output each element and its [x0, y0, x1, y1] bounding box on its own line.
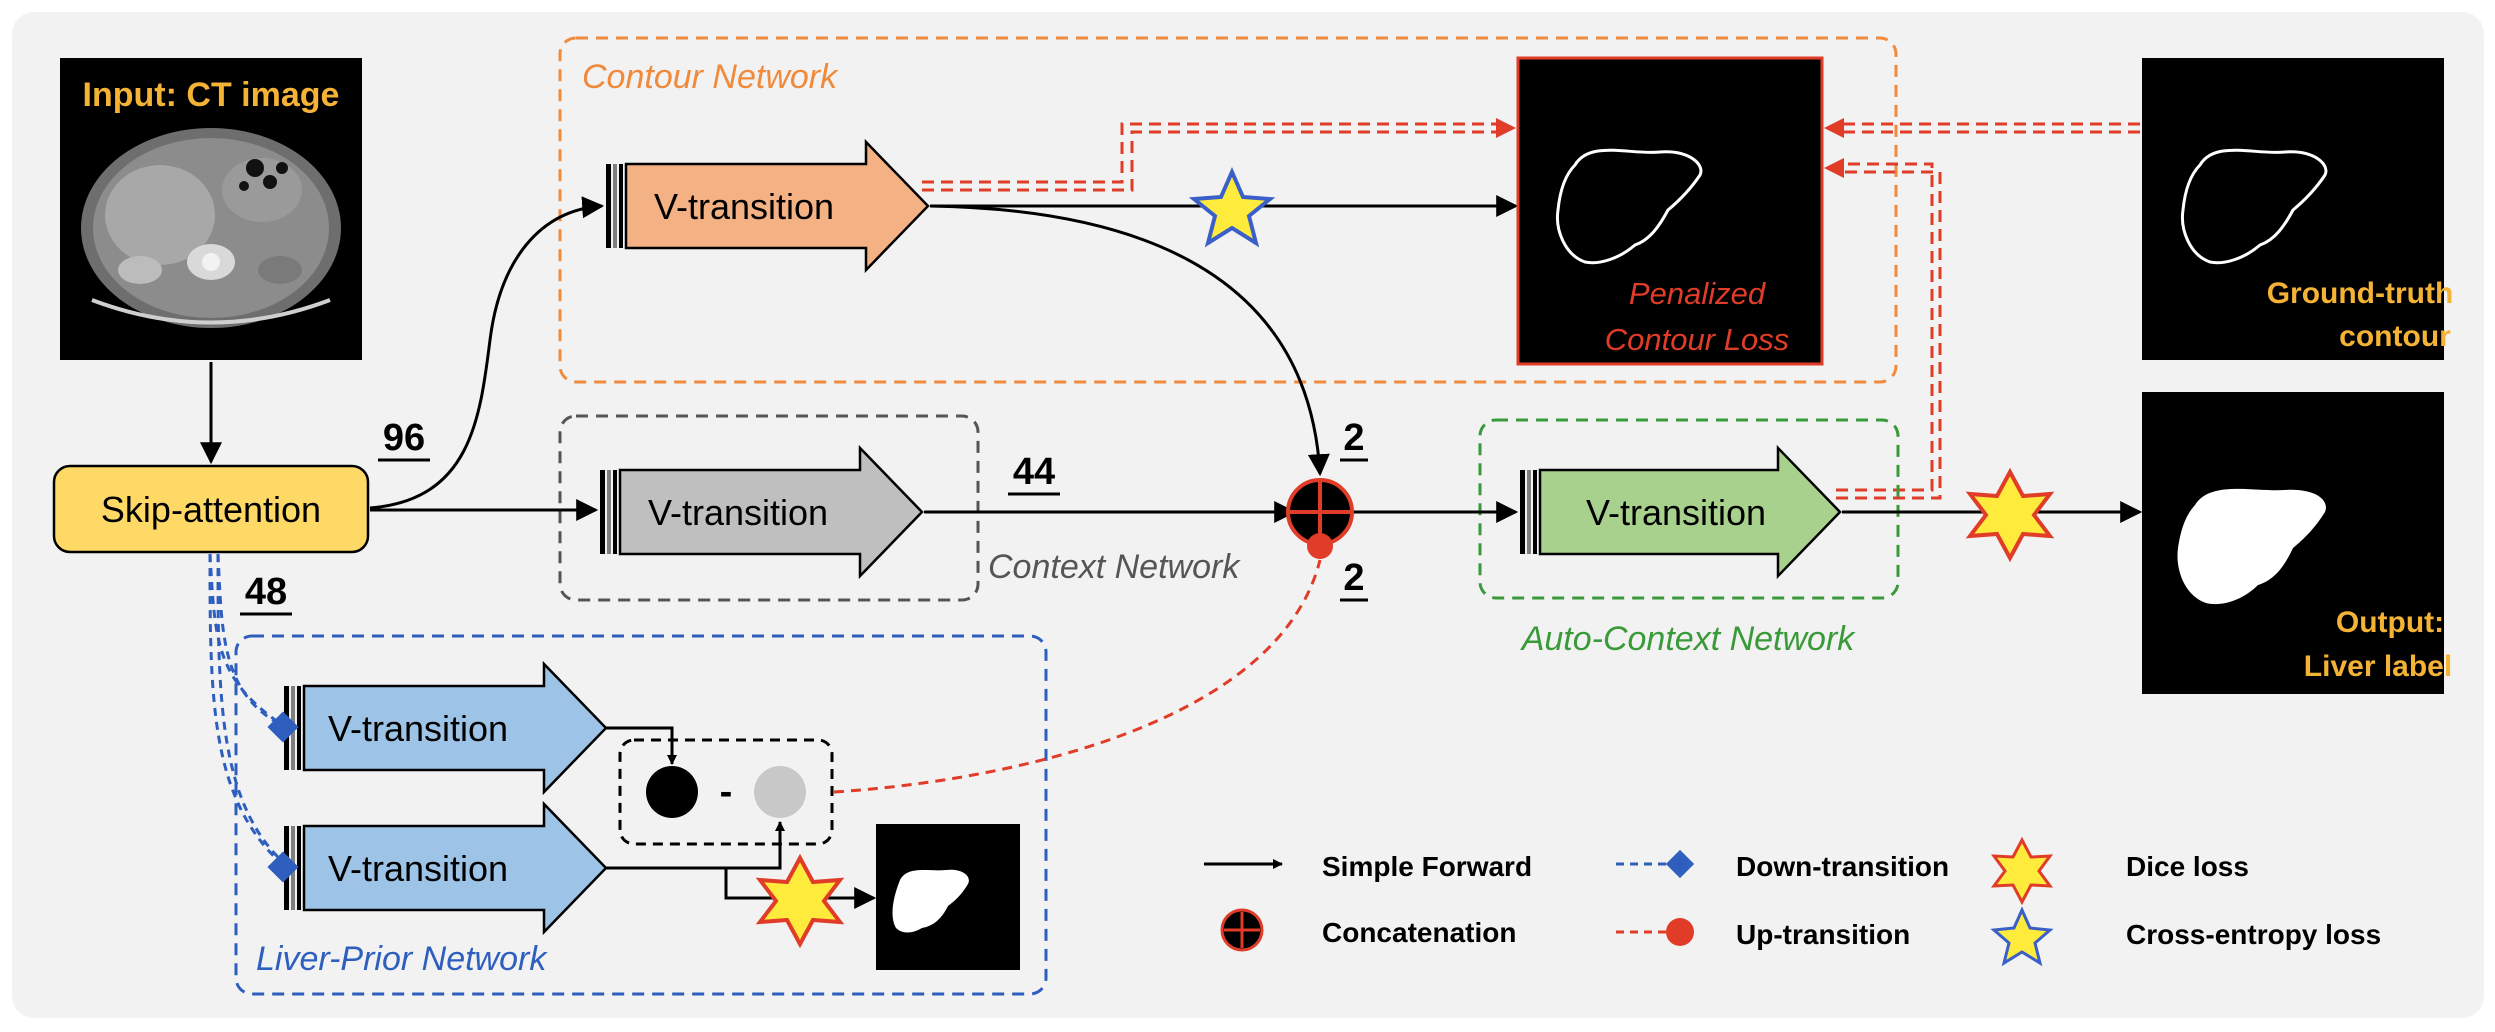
liver-prior-network-label: Liver-Prior Network	[256, 940, 548, 978]
cross-entropy-star	[1188, 167, 1276, 248]
arrow-contour-to-concat	[929, 204, 1330, 477]
output-label-line1: Output:	[2336, 606, 2444, 639]
legend-up-transition-dot	[1666, 918, 1694, 946]
up-transition-auto-to-penalized	[1836, 162, 1942, 500]
skip-attention-node: Skip-attention	[52, 464, 370, 554]
prior-liver-shape	[892, 869, 969, 933]
up-transition-contour-to-penalized	[922, 122, 1496, 192]
ground-truth-label-line2: contour	[2339, 320, 2451, 353]
arrow-prior1-to-black-dot	[606, 726, 677, 765]
penalized-label-line1: Penalized	[1629, 276, 1767, 311]
output-label-line2: Liver label	[2304, 650, 2452, 683]
contour-network-box	[558, 36, 1898, 384]
context-network-box	[558, 414, 980, 602]
output-panel: Output: Liver label	[2142, 392, 2452, 694]
contour-network-label: Contour Network	[582, 58, 839, 96]
subtraction-black-dot	[646, 766, 698, 818]
up-transition-arrowhead-3	[1824, 158, 1844, 178]
down-transition-paths	[208, 553, 293, 872]
context-v-transition: V-transition	[600, 444, 924, 580]
up-transition-prior-to-concat	[833, 559, 1322, 794]
liver-prior-network-box	[234, 634, 1048, 996]
liver-contour-outline	[1555, 148, 1703, 265]
ground-truth-label-line1: Ground-truth	[2267, 277, 2454, 310]
prior-mask-panel	[876, 824, 1020, 970]
ground-truth-contour-outline	[2180, 148, 2328, 265]
arrow-prior2-forward	[606, 821, 785, 870]
legend-cross-entropy-star	[1990, 906, 2054, 967]
dice-loss-star-output	[1965, 467, 2055, 563]
input-ct-label: Input: CT image	[83, 76, 340, 114]
channel-2-bottom: 2	[1343, 557, 1364, 599]
legend-down-transition: Down-transition	[1736, 851, 1949, 882]
subtraction-minus: -	[720, 771, 733, 813]
liver-label-shape	[2177, 488, 2326, 605]
down-transition-diamond-2	[267, 851, 299, 883]
legend-dice-star	[1990, 836, 2054, 906]
legend-concatenation: Concatenation	[1322, 917, 1516, 948]
arrow-skip-to-contour	[369, 196, 605, 510]
penalized-label-line2: Contour Loss	[1605, 322, 1789, 357]
up-transition-dot-concat	[1307, 533, 1333, 559]
ct-scan-image	[81, 128, 341, 328]
prior-v-transition-1: V-transition	[284, 660, 608, 796]
channel-2-top: 2	[1343, 417, 1364, 459]
auto-context-network-label: Auto-Context Network	[1520, 620, 1857, 658]
auto-context-v-transition: V-transition	[1520, 444, 1842, 580]
legend-up-transition: Up-transition	[1736, 919, 1910, 950]
legend-simple-forward: Simple Forward	[1322, 851, 1532, 882]
subtraction-box	[618, 738, 834, 846]
contour-v-transition: V-transition	[606, 138, 930, 274]
prior-v-transition-2-label: V-transition	[328, 848, 508, 889]
auto-context-network-box	[1478, 418, 1900, 600]
concatenation-node	[1286, 478, 1354, 546]
skip-attention-label: Skip-attention	[101, 489, 321, 530]
channel-44: 44	[1013, 451, 1055, 493]
up-transition-arrowhead-2	[1824, 118, 1844, 138]
dice-loss-star-prior	[755, 853, 845, 949]
up-transition-arrowhead-1	[1496, 118, 1516, 138]
auto-context-v-transition-label: V-transition	[1586, 492, 1766, 533]
context-network-label: Context Network	[988, 548, 1241, 586]
down-transition-diamond-1	[267, 711, 299, 743]
channel-96: 96	[383, 417, 425, 459]
legend-down-transition-diamond	[1665, 849, 1695, 879]
prior-v-transition-1-label: V-transition	[328, 708, 508, 749]
subtraction-gray-dot	[754, 766, 806, 818]
context-v-transition-label: V-transition	[648, 492, 828, 533]
channel-48: 48	[245, 571, 287, 613]
legend-dice-loss: Dice loss	[2126, 851, 2249, 882]
input-ct-panel: Input: CT image	[60, 58, 362, 360]
up-transition-gt-to-penalized	[1844, 122, 2140, 134]
legend-cross-entropy-loss: Cross-entropy loss	[2126, 919, 2381, 950]
penalized-contour-panel: Penalized Contour Loss	[1516, 56, 1824, 366]
contour-v-transition-label: V-transition	[654, 186, 834, 227]
background-panel	[12, 12, 2484, 1018]
legend-concatenation-swatch	[1220, 908, 1264, 952]
legend: Simple Forward Concatenation Down-transi…	[1204, 836, 2381, 967]
ground-truth-panel: Ground-truth contour	[2142, 58, 2453, 360]
